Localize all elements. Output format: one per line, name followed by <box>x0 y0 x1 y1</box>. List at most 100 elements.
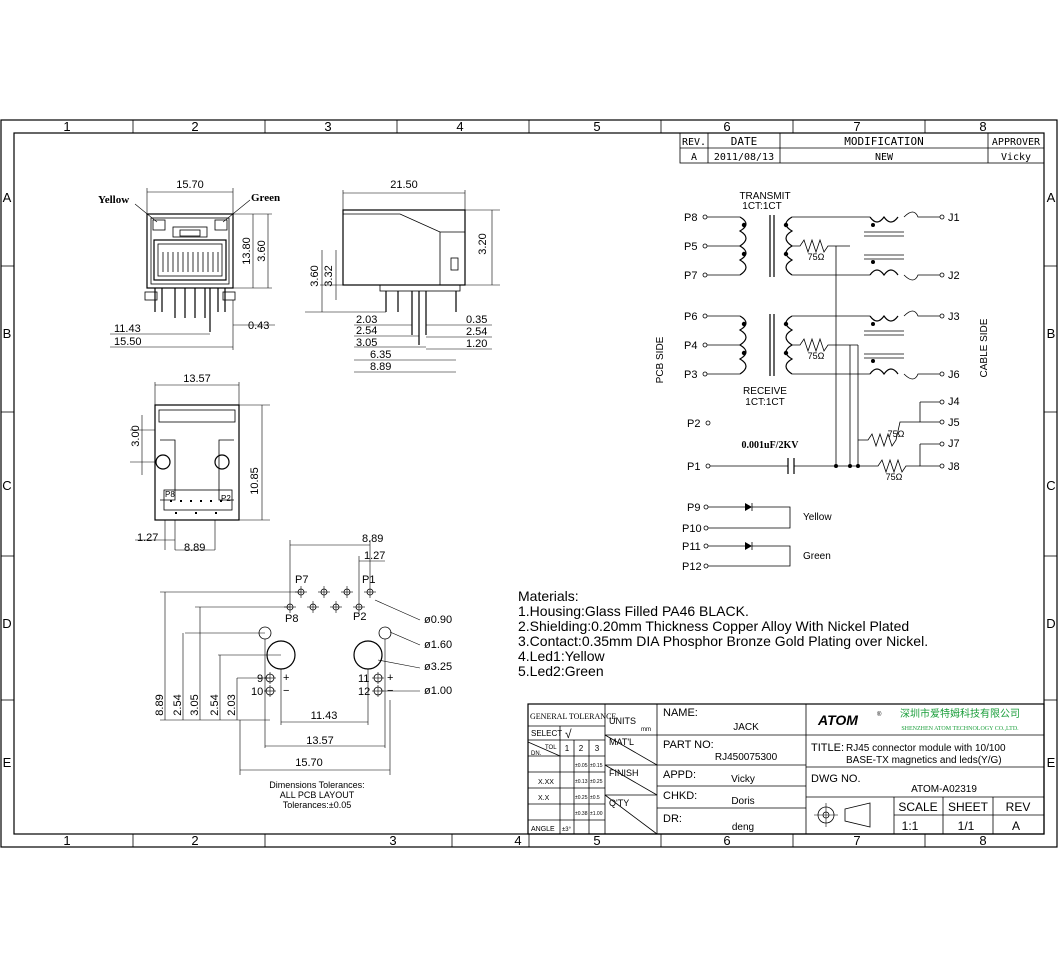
label-pin11: 11 <box>358 673 369 685</box>
col-label: 7 <box>853 833 860 848</box>
tolerance-line2: ALL PCB LAYOUT <box>280 790 355 800</box>
dim-v5: 2.03 <box>226 694 238 715</box>
dim-b5: 8.89 <box>370 361 391 373</box>
materials-line: 3.Contact:0.35mm DIA Phosphor Bronze Gol… <box>518 633 928 649</box>
modification-value: NEW <box>875 152 894 163</box>
part-value: RJ450075300 <box>715 752 778 763</box>
dim-h2: 13.57 <box>306 735 334 747</box>
col-label: 5 <box>593 833 600 848</box>
dim-d2: 15.50 <box>114 336 142 348</box>
dia-100: ø1.00 <box>424 685 452 697</box>
scale-value: 1:1 <box>902 819 919 833</box>
chkd-value: Doris <box>731 796 754 807</box>
col-label: 8 <box>979 833 986 848</box>
label-capacitor: 0.001uF/2KV <box>742 440 800 451</box>
dim-v2: 2.54 <box>172 694 184 715</box>
row-label: C <box>2 478 11 493</box>
modification-header: MODIFICATION <box>844 135 923 148</box>
row-label: E <box>1047 755 1056 770</box>
dim-w2: 8.89 <box>184 542 205 554</box>
col2-label: 2 <box>579 744 584 753</box>
name-label: NAME: <box>663 707 698 719</box>
dim-b1: 2.03 <box>356 314 377 326</box>
xxx-label: X.XX <box>538 779 554 786</box>
materials-line: 5.Led2:Green <box>518 663 604 679</box>
scale-label: SCALE <box>898 800 937 814</box>
materials-line: 2.Shielding:0.20mm Thickness Copper Allo… <box>518 618 909 634</box>
dim-h1: 3.00 <box>130 425 142 446</box>
rev-label: REV <box>1006 800 1031 814</box>
row-label: B <box>1047 326 1056 341</box>
tol-value: ±0.5 <box>590 795 600 801</box>
dr-label: DR: <box>663 813 682 825</box>
frame-row-labels: A B C D E A B C D E <box>2 190 1055 770</box>
label-transmit: TRANSMIT <box>739 191 790 202</box>
dim-h3: 15.70 <box>295 757 323 769</box>
pin-p5: P5 <box>684 241 697 253</box>
sheet-value: 1/1 <box>958 819 975 833</box>
dim-v3: 3.05 <box>189 694 201 715</box>
dim-h-left2: 3.32 <box>323 265 335 286</box>
col3-label: 3 <box>595 744 600 753</box>
dia-090: ø0.90 <box>424 614 452 626</box>
label-p8: P8 <box>165 490 175 499</box>
title-label: TITLE: <box>811 742 844 754</box>
dim-w1: 1.27 <box>137 532 158 544</box>
part-label: PART NO: <box>663 739 714 751</box>
label-p1: P1 <box>362 574 375 586</box>
dim-r3: 1.20 <box>466 338 487 350</box>
company-name-en: SHENZHEN ATOM TECHNOLOGY CO.,LTD. <box>901 726 1019 732</box>
select-label: SELECT <box>531 729 562 738</box>
pin-j5: J5 <box>948 417 960 429</box>
angle-label: ANGLE <box>531 826 555 833</box>
sheet-label: SHEET <box>948 800 989 814</box>
label-green: Green <box>251 192 280 204</box>
pin-j8: J8 <box>948 461 960 473</box>
dia-160: ø1.60 <box>424 639 452 651</box>
dim-h1: 13.80 <box>241 237 253 265</box>
select-check: √ <box>565 727 572 741</box>
title-line2: BASE-TX magnetics and leds(Y/G) <box>846 755 1002 766</box>
company-logo: ATOM <box>817 712 858 728</box>
tol-value: ±0.13 <box>575 779 588 785</box>
tolerance-line3: Tolerances:±0.05 <box>283 800 351 810</box>
row-label: D <box>1046 616 1055 631</box>
dim-h-right: 3.20 <box>477 233 489 254</box>
title-line1: RJ45 connector module with 10/100 <box>846 743 1006 754</box>
frame-column-labels-top: 1 2 3 4 5 6 7 8 <box>63 119 986 134</box>
xx-label: X.X <box>538 795 550 802</box>
tol-value: ±1.00 <box>590 811 603 817</box>
front-view: 15.70 Yellow Green 13.80 3.60 11.43 15.5… <box>98 179 280 350</box>
company-name-cn: 深圳市爱特姆科技有限公司 <box>900 707 1020 720</box>
dim-h2: 10.85 <box>249 467 261 495</box>
registered-mark: ® <box>877 711 882 718</box>
materials-notes: Materials: 1.Housing:Glass Filled PA46 B… <box>518 588 928 679</box>
col-label: 8 <box>979 119 986 134</box>
col-label: 7 <box>853 119 860 134</box>
units-label: UNITS <box>609 716 636 726</box>
label-yellow: Yellow <box>98 194 129 206</box>
tol-label: TOL <box>545 745 557 751</box>
label-p2: P2 <box>353 611 366 623</box>
label-pcb-side: PCB SIDE <box>655 336 666 383</box>
row-label: C <box>1046 478 1055 493</box>
appd-value: Vicky <box>731 774 755 785</box>
label-p2: P2 <box>221 494 231 503</box>
schematic: TRANSMIT 1CT:1CT RECEIVE 1CT:1CT PCB SID… <box>655 191 990 573</box>
dim-b4: 6.35 <box>370 349 391 361</box>
res-75: 75Ω <box>886 472 903 482</box>
col-label: 2 <box>191 119 198 134</box>
dim-width: 13.57 <box>183 373 211 385</box>
res-75: 75Ω <box>888 429 905 439</box>
dwg-value: ATOM-A02319 <box>911 784 977 795</box>
tol-value: ±0.38 <box>575 811 588 817</box>
dim-r1: 0.35 <box>466 314 487 326</box>
sheet-frame <box>0 119 1058 848</box>
tol-value: ±0.05 <box>575 763 588 769</box>
res-75: 75Ω <box>808 252 825 262</box>
col-label: 3 <box>389 833 396 848</box>
label-cable-side: CABLE SIDE <box>979 318 990 377</box>
label-receive: RECEIVE <box>743 386 787 397</box>
col-label: 5 <box>593 119 600 134</box>
